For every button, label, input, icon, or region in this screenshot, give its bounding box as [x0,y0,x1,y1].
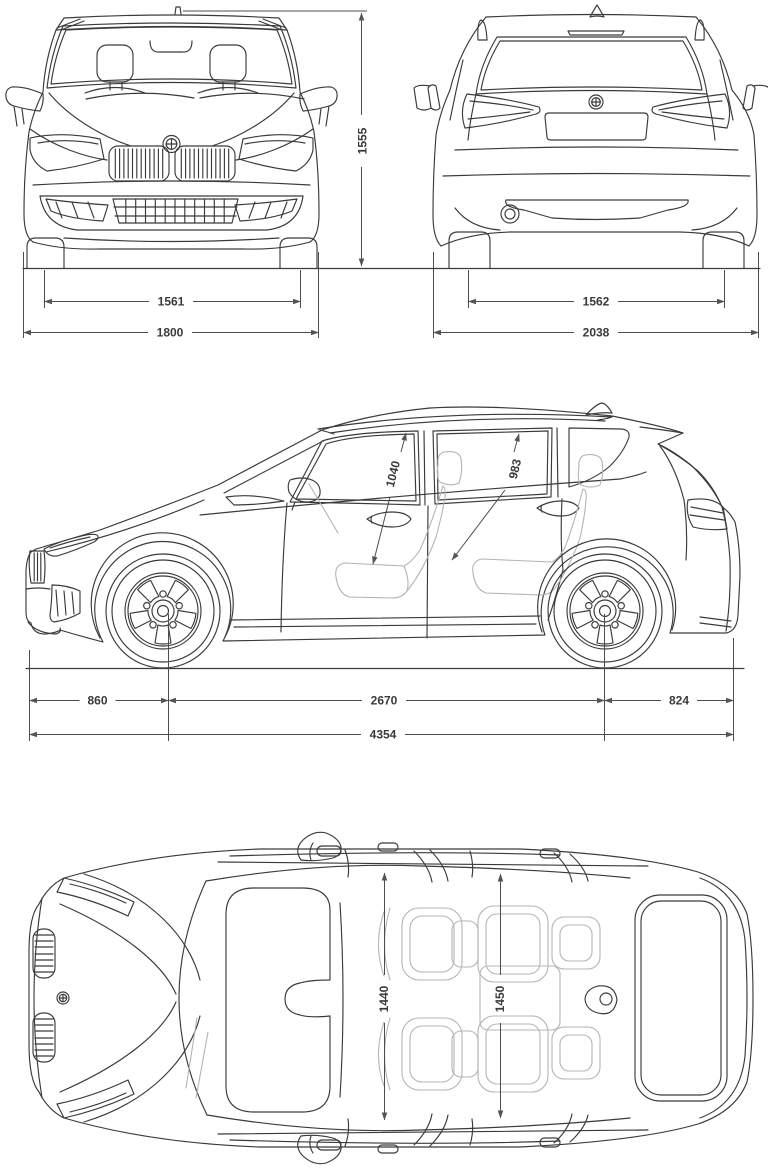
svg-text:1562: 1562 [583,295,610,309]
svg-text:2670: 2670 [371,694,398,708]
svg-text:1800: 1800 [157,326,184,340]
svg-text:2038: 2038 [583,326,610,340]
svg-text:860: 860 [87,694,107,708]
svg-text:983: 983 [506,457,525,480]
svg-text:824: 824 [669,694,689,708]
svg-text:1040: 1040 [383,459,403,489]
svg-text:4354: 4354 [370,728,397,742]
svg-text:1440: 1440 [377,985,391,1012]
svg-text:1561: 1561 [158,295,185,309]
svg-text:1555: 1555 [356,127,370,154]
svg-text:1450: 1450 [493,985,507,1012]
